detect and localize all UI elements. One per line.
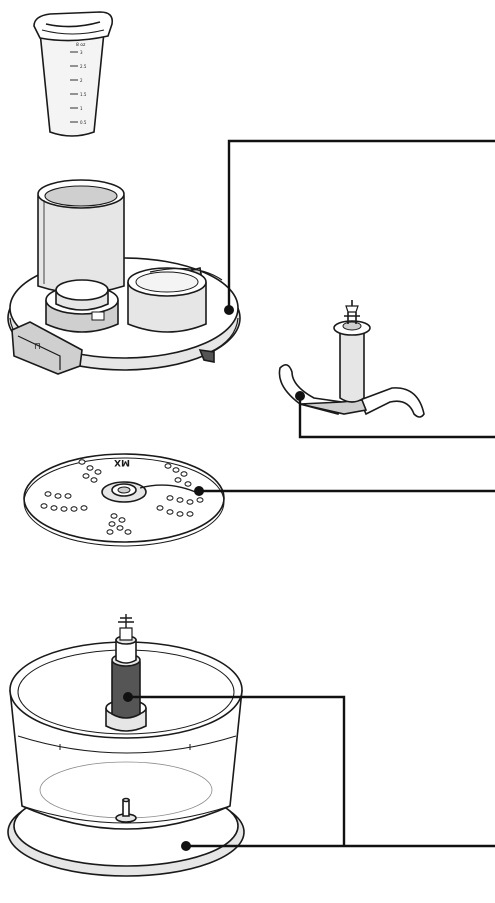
callout-dot-blade bbox=[295, 391, 305, 401]
measuring-cup: 8 oz 3 2.5 2 1.5 1 0.5 bbox=[34, 12, 112, 136]
measuring-cup-body bbox=[40, 32, 104, 136]
drive-shaft bbox=[106, 614, 146, 731]
lid-center-hub bbox=[46, 280, 118, 332]
small-feed-opening bbox=[128, 268, 206, 332]
lid-lock-symbol: ⊓ bbox=[34, 342, 41, 352]
blade-arm-right bbox=[360, 388, 424, 417]
measuring-cup-grad-label: 2.5 bbox=[80, 64, 87, 69]
feed-tube bbox=[38, 196, 124, 293]
lid-with-feed-tube: ⊓ bbox=[8, 180, 240, 374]
slicing-grating-disc: MX bbox=[24, 454, 224, 546]
measuring-cup-grad-label: 0.5 bbox=[80, 120, 87, 125]
callout-line-lid bbox=[229, 141, 495, 310]
disc-marking: MX bbox=[114, 457, 130, 467]
callout-dot-disc bbox=[194, 486, 204, 496]
callout-dot-lid bbox=[224, 305, 234, 315]
measuring-cup-unit: 8 oz bbox=[76, 42, 86, 48]
callout-dot-bowl bbox=[181, 841, 191, 851]
blade-shaft bbox=[340, 330, 364, 402]
callout-dot-shaft bbox=[123, 692, 133, 702]
measuring-cup-grad-label: 1.5 bbox=[80, 92, 87, 97]
